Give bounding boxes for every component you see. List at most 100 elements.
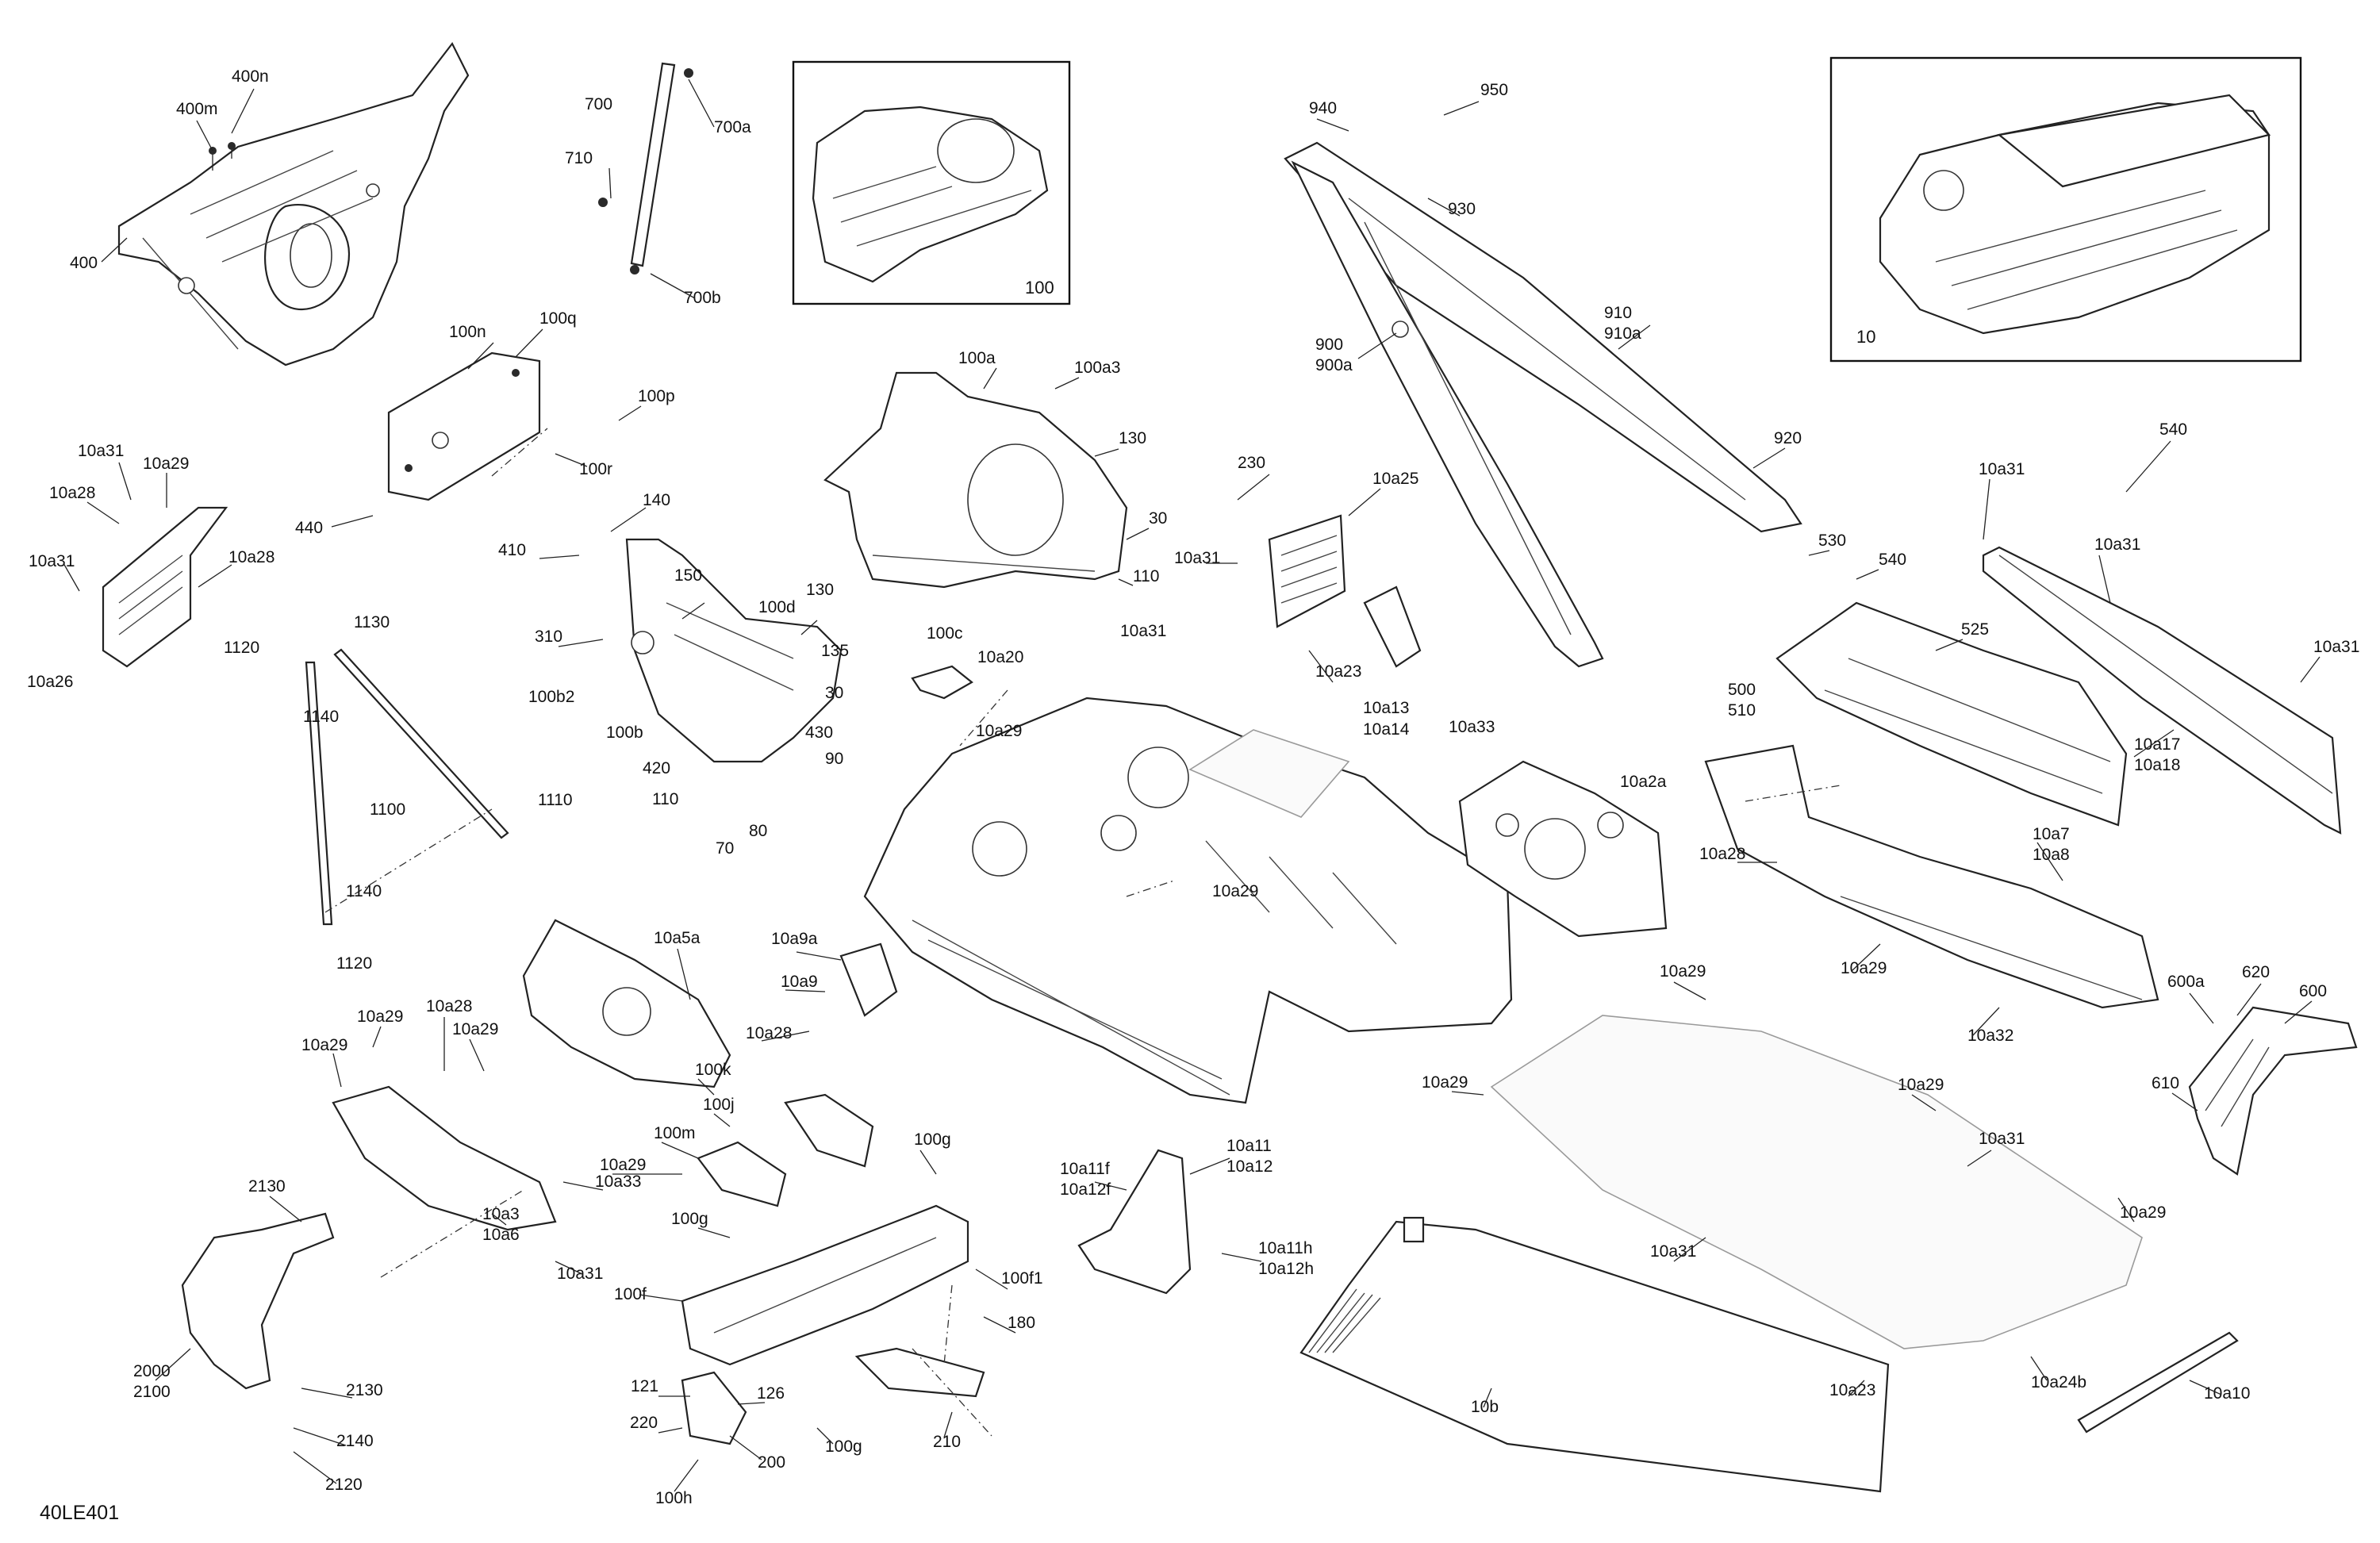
- callout: 10a31: [2094, 535, 2140, 554]
- part-tunnel-main: [863, 697, 1513, 1104]
- callout: 700a: [714, 118, 751, 136]
- part-10a24-skid: [1490, 1015, 2143, 1349]
- callout: 100m: [654, 1124, 696, 1142]
- callout: 100g: [671, 1210, 708, 1228]
- callout: 10a26: [27, 673, 73, 691]
- callout: 10a28: [426, 997, 472, 1015]
- part-100k-100m-brackets: [697, 1093, 874, 1207]
- drawing-code: 40LE401: [40, 1502, 119, 1524]
- callout: 10a8: [2033, 846, 2070, 864]
- callout: 100g: [914, 1130, 951, 1149]
- callout: 10a28: [228, 548, 274, 566]
- callout: 1140: [303, 708, 339, 726]
- callout: 10a23: [1315, 662, 1361, 681]
- part-600-bumper: [2188, 1006, 2358, 1176]
- callout: 10a24b: [2031, 1373, 2086, 1391]
- part-700-rod: [598, 62, 693, 274]
- callout: 100a: [958, 349, 996, 367]
- callout: 10a14: [1363, 720, 1410, 739]
- part-10a2a-plate: [1458, 760, 1668, 938]
- callout: 10a29: [1212, 882, 1258, 900]
- callout: 10a29: [301, 1036, 347, 1054]
- callout: 10a29: [357, 1008, 403, 1026]
- callout: 220: [630, 1414, 658, 1432]
- callout: 950: [1480, 81, 1508, 99]
- callout: 180: [1008, 1314, 1035, 1332]
- part-210-plate: [854, 1347, 985, 1398]
- callout: 930: [1448, 200, 1476, 218]
- callout: 10a17: [2134, 735, 2180, 754]
- callout: 510: [1728, 701, 1756, 720]
- callout: 80: [749, 822, 767, 840]
- callout: 310: [535, 628, 562, 646]
- callout: 10a20: [977, 648, 1023, 666]
- callout: 2100: [133, 1383, 171, 1401]
- callout: 1130: [354, 613, 390, 631]
- part-10a11-bracket: [1077, 1149, 1192, 1295]
- part-100f-base: [681, 1204, 969, 1366]
- inset-100-label: 100: [1025, 278, 1054, 297]
- callout: 10a29: [2120, 1203, 2166, 1222]
- part-100a-chassis: [823, 371, 1128, 589]
- callout: 10a29: [976, 722, 1022, 740]
- callout: 440: [295, 519, 323, 537]
- callout: 2120: [325, 1476, 363, 1494]
- callout: 10a31: [1979, 460, 2025, 478]
- callout: 10a12h: [1258, 1260, 1314, 1278]
- callout: 700: [585, 95, 612, 113]
- callout: 10a29: [1660, 962, 1706, 981]
- callout: 10a29: [1898, 1076, 1944, 1094]
- callout: 10a31: [557, 1265, 603, 1283]
- callout: 200: [758, 1453, 785, 1472]
- callout: 420: [643, 759, 670, 777]
- callout: 600a: [2167, 973, 2205, 991]
- callout: 10a29: [452, 1020, 498, 1038]
- callout: 100g: [825, 1437, 862, 1456]
- inset-100-chassis: [792, 60, 1071, 305]
- callout: 110: [1133, 567, 1159, 585]
- callout: 10a3: [482, 1205, 520, 1223]
- callout: 10a33: [595, 1173, 641, 1191]
- callout: 10a18: [2134, 756, 2180, 774]
- callout: 10a32: [1967, 1027, 2013, 1045]
- callout: 100p: [638, 387, 675, 405]
- callout: 1120: [224, 639, 259, 657]
- callout: 10a31: [1979, 1130, 2025, 1148]
- callout: 140: [643, 491, 670, 509]
- part-500-rail: [1775, 601, 2128, 827]
- callout: 2140: [336, 1432, 374, 1450]
- callout: 10a5a: [654, 929, 701, 947]
- callout: 10a29: [1841, 959, 1887, 977]
- assembly-lines: [324, 428, 1841, 1437]
- callout: 150: [674, 566, 702, 585]
- callout: 210: [933, 1433, 961, 1451]
- callout: 10a31: [2313, 638, 2359, 656]
- part-10a9-bracket: [839, 942, 898, 1017]
- part-100n-plate: [387, 351, 541, 501]
- callout: 70: [716, 839, 734, 858]
- callout: 110: [652, 790, 678, 808]
- callout: 10a11h: [1258, 1239, 1313, 1257]
- callout: 10a31: [1120, 622, 1166, 640]
- part-400-front-frame: [117, 41, 470, 367]
- part-10a10-brace: [2077, 1331, 2239, 1434]
- callout: 400n: [232, 67, 269, 86]
- part-10a20: [911, 665, 973, 700]
- callout: 10a6: [482, 1226, 520, 1244]
- callout: 940: [1309, 99, 1337, 117]
- callout: 540: [1879, 551, 1906, 569]
- callout: 10a10: [2204, 1384, 2250, 1403]
- callout: 10a12: [1226, 1157, 1273, 1176]
- callout: 10a28: [49, 484, 95, 502]
- part-10b-heat-exchanger: [1299, 1216, 1890, 1493]
- callout: 90: [825, 750, 843, 768]
- callout: 10a29: [143, 455, 189, 473]
- callout: 100f: [614, 1285, 647, 1303]
- callout: 10a11f: [1060, 1160, 1110, 1178]
- callout: 700b: [684, 289, 721, 307]
- callout: 10a31: [1650, 1242, 1696, 1261]
- callout: 710: [565, 149, 593, 167]
- callout: 540: [2159, 420, 2187, 439]
- callout: 100j: [703, 1096, 735, 1114]
